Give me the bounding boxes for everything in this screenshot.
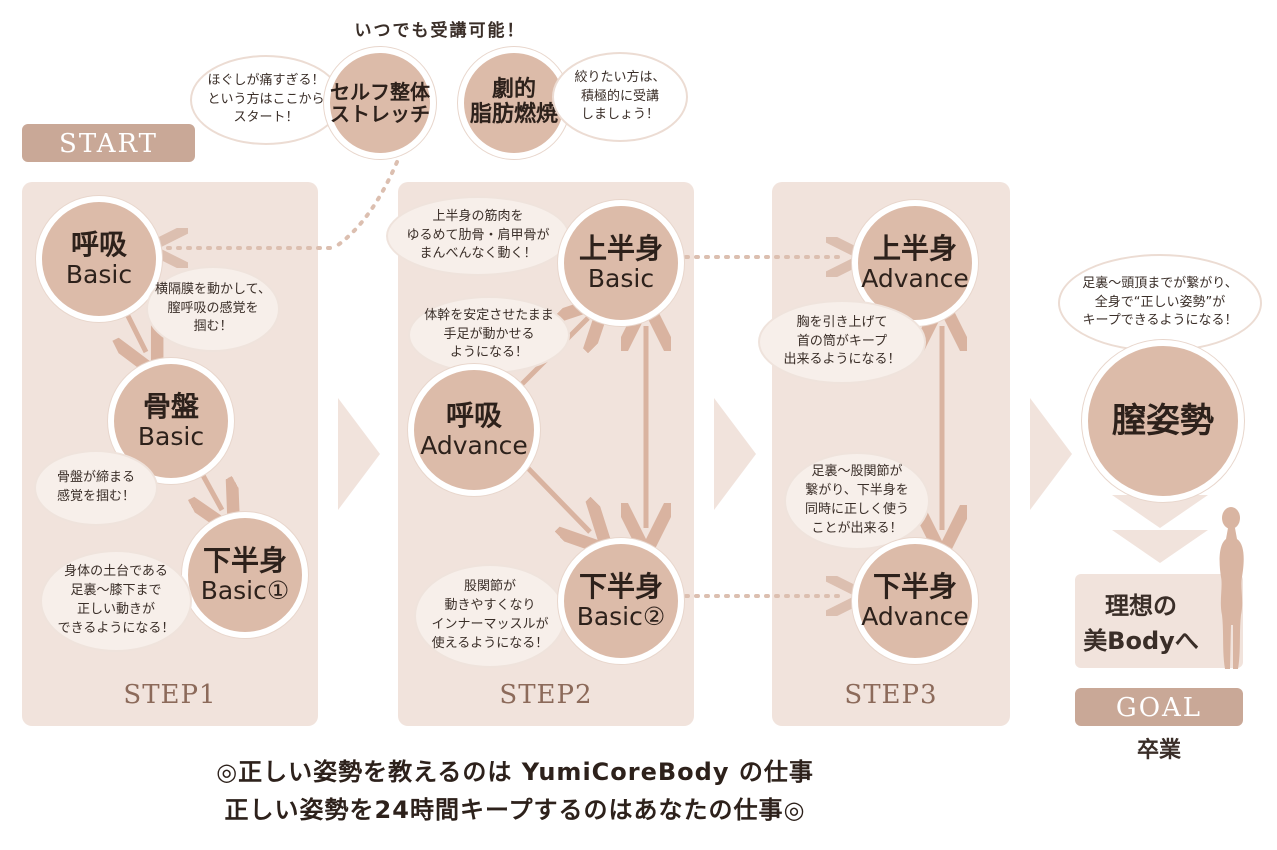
step1-lower-basic: 下半身 Basic①: [182, 512, 308, 638]
step3-upper-jp: 上半身: [872, 232, 957, 266]
step2-lower-jp: 下半身: [578, 570, 663, 604]
step2-lower-en: Basic②: [576, 601, 666, 631]
step2-breath-advance: 呼吸 Advance: [408, 364, 540, 496]
step1-breath-en: Basic: [65, 259, 133, 289]
fat-burn-circle: 劇的 脂肪燃焼: [458, 47, 570, 159]
fat-burn-note: 絞りたい方は、 積極的に受講 しましょう！: [552, 52, 688, 142]
step3-lower-jp: 下半身: [872, 570, 957, 604]
fat-burn-line2: 脂肪燃焼: [469, 102, 558, 127]
self-seitai-line1: セルフ整体: [330, 79, 430, 104]
step1-lower-en: Basic①: [200, 575, 290, 605]
self-seitai-note: ほぐしが痛すぎる！ という方はここから スタート！: [190, 55, 342, 145]
step2-upper-note: 上半身の筋肉を ゆるめて肋骨・肩甲骨が まんべんなく動く！: [386, 196, 570, 276]
step2-breath-note: 体幹を安定させたまま 手足が動かせる ようになる！: [408, 296, 570, 374]
step1-breath-jp: 呼吸: [70, 228, 127, 262]
step3-label: STEP3: [844, 680, 938, 710]
step1-pelvis-jp: 骨盤: [142, 390, 199, 424]
chevron-right-icon: [338, 398, 380, 510]
ideal-line1: 理想の: [1105, 592, 1177, 620]
bottom-line-2: 正しい姿勢を24時間キープするのはあなたの仕事◎: [224, 796, 806, 824]
step2-breath-en: Advance: [420, 430, 528, 460]
step1-breath-note: 横隔膜を動かして、 膣呼吸の感覚を 掴む！: [146, 266, 280, 352]
chevron-right-icon: [1030, 398, 1072, 510]
step2-upper-basic: 上半身 Basic: [558, 200, 684, 326]
goal-label: GOAL: [1075, 688, 1243, 726]
step3-upper-note: 胸を引き上げて 首の筒がキープ 出来るようになる！: [758, 300, 926, 384]
fat-burn-line1: 劇的: [491, 77, 536, 103]
step1-label: STEP1: [123, 680, 217, 710]
step2-upper-en: Basic: [587, 263, 655, 293]
top-note: いつでも受講可能！: [354, 21, 526, 41]
goal-circle-text: 膣姿勢: [1112, 400, 1214, 441]
self-seitai-circle: セルフ整体 ストレッチ: [324, 47, 436, 159]
bottom-line-1: ◎正しい姿勢を教えるのは YumiCoreBody の仕事: [216, 758, 814, 786]
step3-lower-advance: 下半身 Advance: [852, 538, 978, 664]
chevron-right-icon: [714, 398, 756, 510]
step1-breath-basic: 呼吸 Basic: [36, 196, 162, 322]
step2-upper-jp: 上半身: [578, 232, 663, 266]
goal-circle: 膣姿勢: [1082, 340, 1244, 502]
step3-lower-en: Advance: [861, 601, 969, 631]
step1-lower-note: 身体の土台である 足裏〜膝下まで 正しい動きが できるようになる！: [40, 550, 192, 652]
ideal-box: 理想の 美Bodyへ: [1075, 574, 1243, 668]
woman-silhouette-icon: [1219, 507, 1244, 669]
ideal-line2: 美Bodyへ: [1083, 627, 1199, 655]
step1-pelvis-note: 骨盤が締まる 感覚を掴む！: [34, 450, 158, 526]
step3-upper-en: Advance: [861, 263, 969, 293]
self-seitai-line2: ストレッチ: [330, 102, 430, 126]
step1-pelvis-en: Basic: [137, 421, 205, 451]
step2-breath-jp: 呼吸: [445, 399, 502, 433]
graduate-label: 卒業: [1136, 738, 1181, 763]
start-label: START: [22, 124, 195, 162]
step3-lower-note: 足裏〜股関節が 繋がり、下半身を 同時に正しく使う ことが出来る！: [784, 452, 930, 550]
step2-lower-note: 股関節が 動きやすくなり インナーマッスルが 使えるようになる！: [414, 564, 566, 668]
goal-note: 足裏〜頭頂までが繋がり、 全身で“正しい姿勢”が キープできるようになる！: [1058, 254, 1262, 352]
step2-lower-basic: 下半身 Basic②: [558, 538, 684, 664]
step1-lower-jp: 下半身: [202, 544, 287, 578]
step2-label: STEP2: [499, 680, 593, 710]
